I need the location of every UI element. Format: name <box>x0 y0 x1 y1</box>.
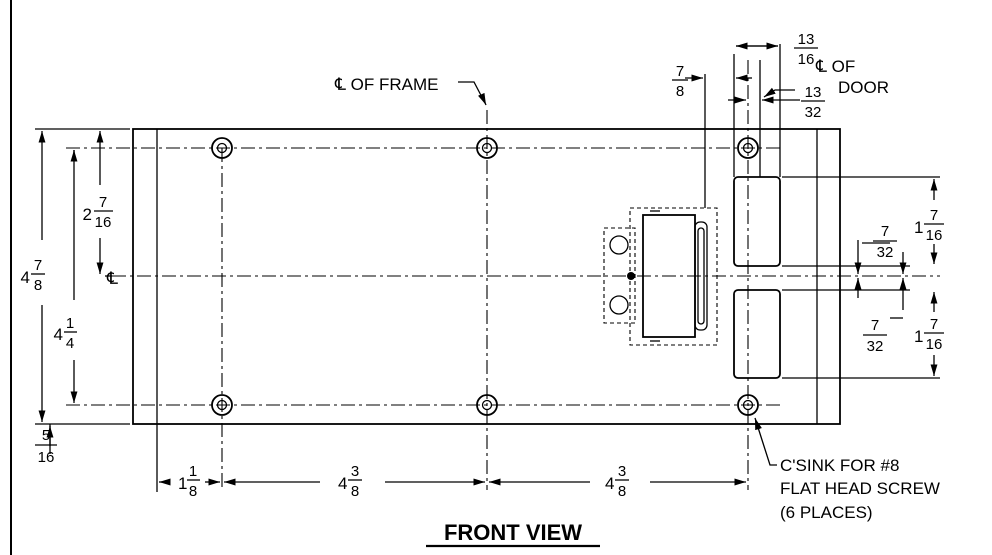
dim-latch-offset: 7 8 <box>672 63 688 100</box>
door-centerline-label-1: ℄ OF <box>815 57 855 76</box>
frame-centerline-label: ℄ OF FRAME <box>334 75 438 94</box>
svg-text:3: 3 <box>618 463 626 480</box>
svg-text:13: 13 <box>798 31 815 48</box>
dim-hinge-height-lower: 1 7 16 <box>914 316 944 353</box>
svg-text:16: 16 <box>926 227 943 244</box>
svg-text:1: 1 <box>914 327 923 346</box>
center-mark-label: ℄ <box>106 269 118 288</box>
svg-text:7: 7 <box>676 63 684 80</box>
svg-text:7: 7 <box>930 316 938 333</box>
screw-holes <box>211 137 759 416</box>
svg-text:1: 1 <box>66 315 74 332</box>
svg-text:7: 7 <box>881 223 889 240</box>
svg-text:16: 16 <box>926 336 943 353</box>
screw-hole <box>476 394 498 416</box>
svg-text:7: 7 <box>871 317 879 334</box>
dim-hinge-gap-upper: 7 32 <box>873 223 897 261</box>
svg-text:7: 7 <box>34 257 42 274</box>
screw-hole <box>737 394 759 416</box>
screw-hole <box>737 137 759 159</box>
dim-bottom-edge-offset: 5 16 <box>35 427 57 466</box>
svg-text:16: 16 <box>38 449 55 466</box>
dim-overall-height: 4 7 8 <box>21 257 45 294</box>
dim-left-hole-offset: 1 1 8 <box>178 463 200 500</box>
svg-text:7: 7 <box>99 194 107 211</box>
svg-text:32: 32 <box>805 104 822 121</box>
svg-text:4: 4 <box>21 268 30 287</box>
svg-text:4: 4 <box>338 474 347 493</box>
screw-hole <box>476 137 498 159</box>
svg-text:32: 32 <box>867 338 884 355</box>
dim-door-width: 13 16 <box>794 31 818 68</box>
svg-text:32: 32 <box>877 244 894 261</box>
svg-text:4: 4 <box>605 474 614 493</box>
svg-text:3: 3 <box>351 463 359 480</box>
dim-door-center-offset: 13 32 <box>801 84 825 121</box>
csink-note-line2: FLAT HEAD SCREW <box>780 479 940 498</box>
dim-hinge-height-upper: 1 7 16 <box>914 207 944 244</box>
svg-text:1: 1 <box>178 474 187 493</box>
svg-text:8: 8 <box>351 483 359 500</box>
hinge-block-lower <box>733 289 781 379</box>
screw-hole <box>211 394 233 416</box>
svg-text:8: 8 <box>618 483 626 500</box>
csink-note-line1: C'SINK FOR #8 <box>780 456 899 475</box>
svg-text:16: 16 <box>95 214 112 231</box>
svg-text:8: 8 <box>34 277 42 294</box>
screw-hole <box>211 137 233 159</box>
svg-text:13: 13 <box>805 84 822 101</box>
view-title: FRONT VIEW <box>444 520 582 545</box>
dim-hole-spacing-left: 4 3 8 <box>338 463 362 500</box>
svg-text:4: 4 <box>54 325 63 344</box>
svg-text:16: 16 <box>798 51 815 68</box>
svg-text:1: 1 <box>189 463 197 480</box>
dim-hole-spacing-vertical: 4 1 4 <box>54 315 77 352</box>
csink-note-line3: (6 PLACES) <box>780 503 873 522</box>
latch-assembly <box>603 207 718 346</box>
svg-text:4: 4 <box>66 335 74 352</box>
dim-hinge-gap-lower: 7 32 <box>863 317 887 355</box>
dim-top-hole-to-centerline: 2 7 16 <box>83 194 113 231</box>
hinge-block-upper <box>733 176 781 267</box>
svg-text:1: 1 <box>914 218 923 237</box>
svg-text:2: 2 <box>83 205 92 224</box>
svg-text:8: 8 <box>189 483 197 500</box>
svg-text:5: 5 <box>42 427 50 444</box>
svg-text:7: 7 <box>930 207 938 224</box>
door-centerline-label-2: DOOR <box>838 78 889 97</box>
svg-text:8: 8 <box>676 83 684 100</box>
dim-hole-spacing-right: 4 3 8 <box>605 463 629 500</box>
